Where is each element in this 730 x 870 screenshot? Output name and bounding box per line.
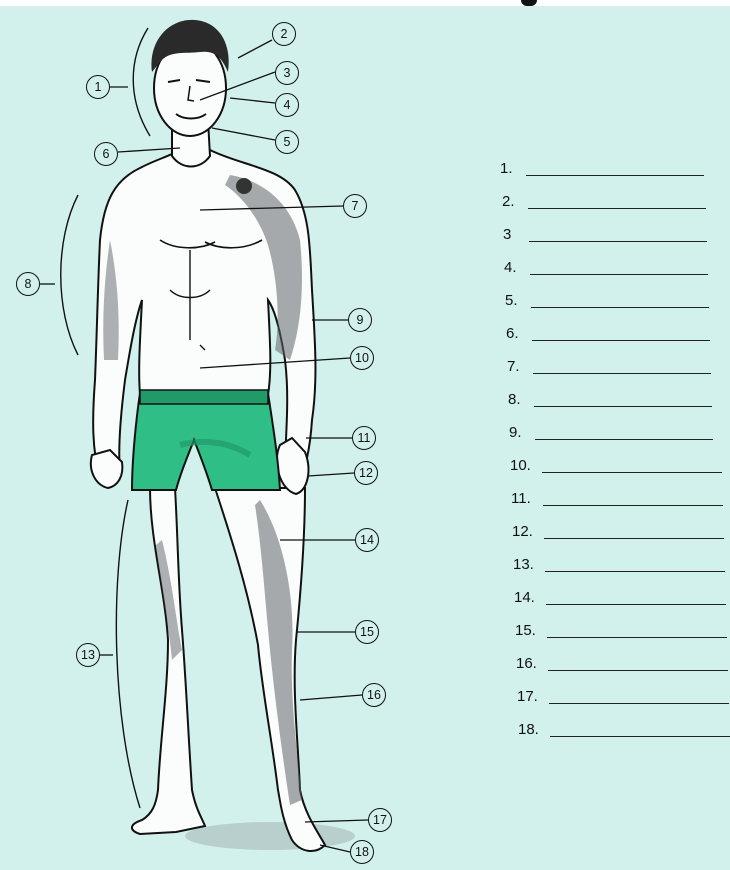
answer-label: 2. (502, 193, 515, 210)
answer-label: 7. (507, 358, 520, 375)
answer-blank[interactable] (534, 406, 712, 407)
callout-5: 5 (275, 130, 299, 154)
answer-label: 13. (513, 556, 534, 573)
bracket-arm (61, 195, 78, 355)
callout-17: 17 (368, 808, 392, 832)
answer-label: 8. (508, 391, 521, 408)
answer-blank[interactable] (531, 307, 709, 308)
callout-16: 16 (362, 683, 386, 707)
answer-blank[interactable] (549, 703, 729, 704)
answer-label: 9. (509, 424, 522, 441)
callout-9: 9 (348, 308, 372, 332)
answer-blank[interactable] (543, 505, 723, 506)
answer-blank[interactable] (550, 736, 730, 737)
callout-8: 8 (16, 272, 40, 296)
answer-label: 3 (503, 226, 511, 243)
callout-7: 7 (343, 194, 367, 218)
callout-4: 4 (275, 93, 299, 117)
answer-blank[interactable] (526, 175, 704, 176)
answer-label: 5. (505, 292, 518, 309)
answer-label: 1. (500, 160, 513, 177)
floor-shadow (185, 822, 355, 850)
callout-11: 11 (352, 426, 376, 450)
answer-blank[interactable] (548, 670, 728, 671)
answer-blank[interactable] (535, 439, 713, 440)
answer-blank[interactable] (530, 274, 708, 275)
answer-label: 18. (518, 721, 539, 738)
answer-label: 10. (510, 457, 531, 474)
answer-label: 14. (514, 589, 535, 606)
bracket-head (133, 28, 150, 136)
callout-2: 2 (272, 22, 296, 46)
right-leg (132, 488, 205, 834)
bracket-leg (116, 500, 140, 808)
answer-blank[interactable] (532, 340, 710, 341)
answer-label: 17. (517, 688, 538, 705)
answer-blank[interactable] (528, 208, 706, 209)
answer-blank[interactable] (544, 538, 724, 539)
legs (132, 488, 325, 851)
answer-label: 15. (515, 622, 536, 639)
answer-blank[interactable] (542, 472, 722, 473)
callout-1: 1 (86, 75, 110, 99)
callout-10: 10 (350, 346, 374, 370)
callout-3: 3 (275, 61, 299, 85)
answer-label: 11. (511, 490, 531, 507)
callout-14: 14 (355, 528, 379, 552)
callout-15: 15 (355, 620, 379, 644)
callout-12: 12 (354, 461, 378, 485)
callout-13: 13 (76, 643, 100, 667)
collarbone-shadow (236, 178, 252, 194)
shorts-waistband (140, 390, 268, 404)
answer-blank[interactable] (529, 241, 707, 242)
answer-label: 4. (504, 259, 517, 276)
answer-label: 6. (506, 325, 519, 342)
callout-6: 6 (94, 142, 118, 166)
answer-label: 12. (512, 523, 533, 540)
answer-label: 16. (516, 655, 537, 672)
callout-18: 18 (350, 840, 374, 864)
answer-blank[interactable] (546, 604, 726, 605)
answer-blank[interactable] (547, 637, 727, 638)
answer-blank[interactable] (545, 571, 725, 572)
answer-blank[interactable] (533, 373, 711, 374)
